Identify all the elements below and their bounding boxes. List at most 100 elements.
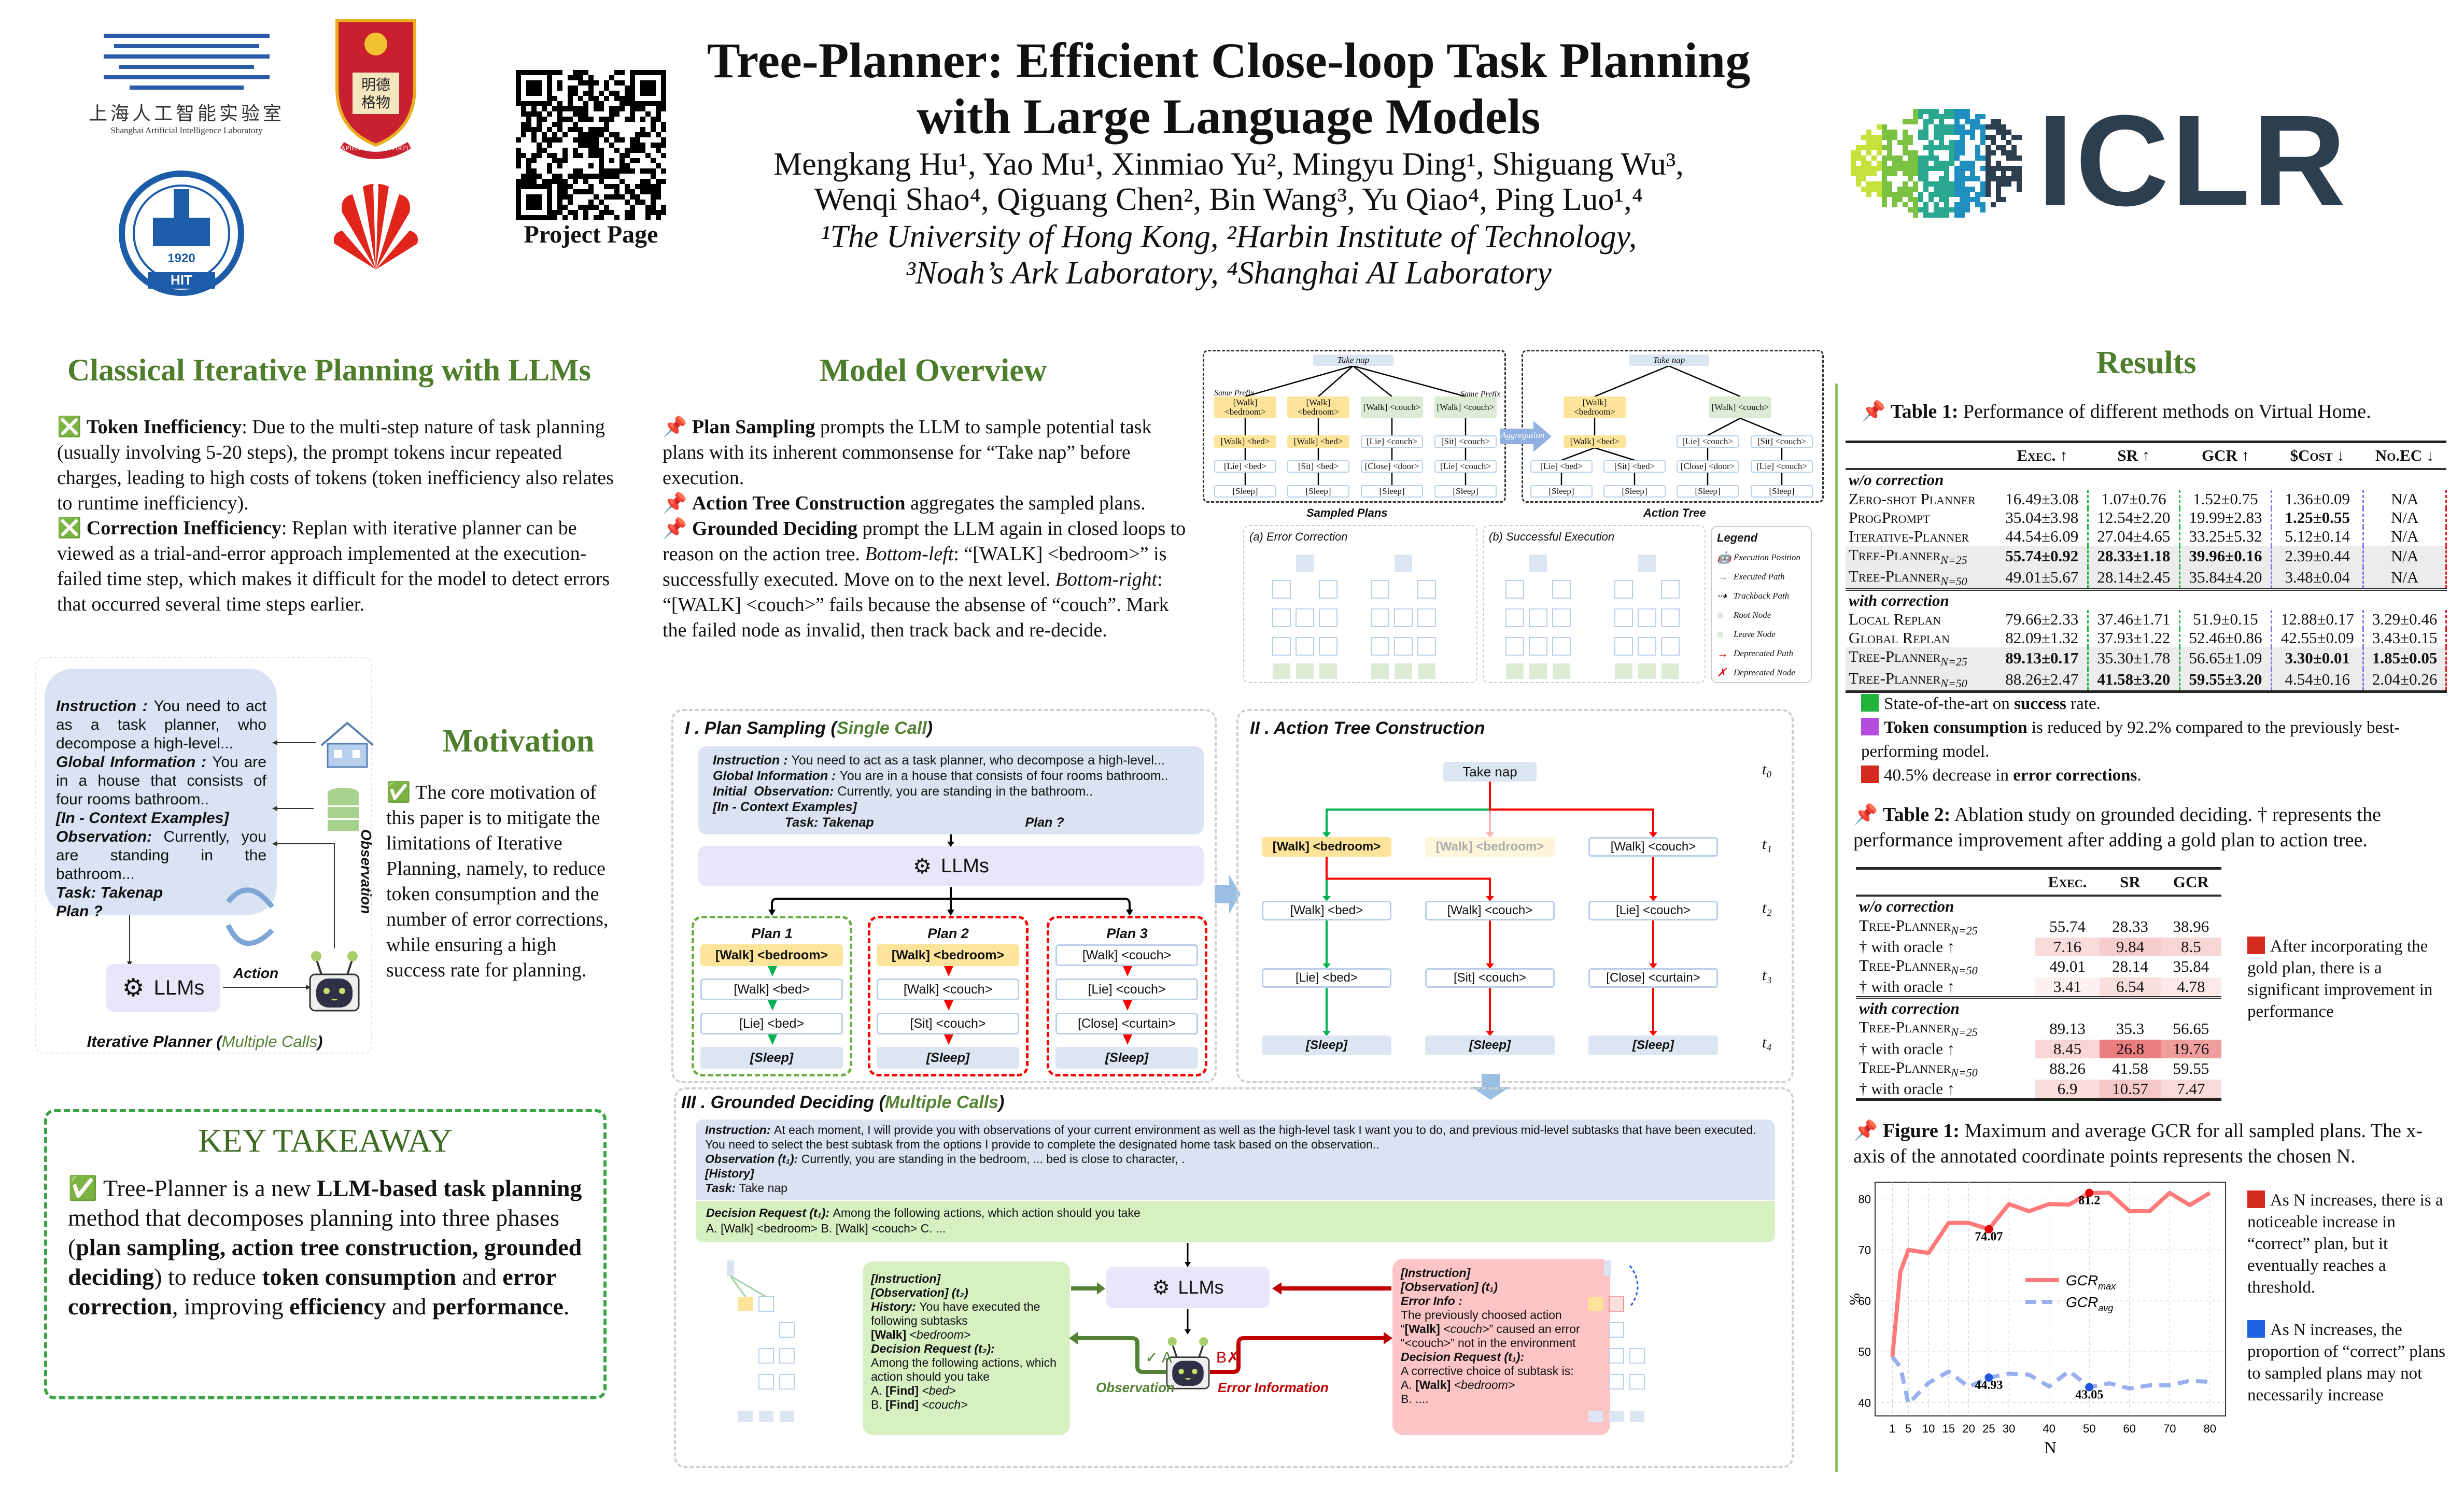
table-header-cell: No.EC ↓ — [2363, 442, 2446, 469]
table-cell: 52.46±0.86 — [2179, 629, 2271, 647]
text-run: Plan Sampling — [692, 416, 815, 438]
small-tree-left-icon — [727, 1260, 794, 1422]
shanghai-ai-lab-logo: 上海人工智能实验室 Shanghai Artificial Intelligen… — [88, 29, 285, 140]
sampled-plan-node: [Sleep] — [1214, 485, 1276, 498]
y-tick-label: 70 — [1858, 1244, 1871, 1257]
plan-step: [Lie] <couch> — [1055, 979, 1198, 1000]
legend-row: Token consumption is reduced by 92.2% co… — [1861, 716, 2447, 763]
table-row-name: Tree-PlannerN=50 — [1856, 1058, 2035, 1080]
text-run: 📌 — [663, 518, 692, 540]
x-tick-label: 15 — [1942, 1422, 1955, 1435]
motivation-paragraph: ✅ The core motivation of this paper is t… — [386, 780, 619, 983]
table-cell: 37.93±1.22 — [2088, 629, 2179, 647]
table-cell: 4.78 — [2161, 977, 2221, 998]
table-row-name: Tree-PlannerN=25 — [1856, 1018, 2035, 1039]
text-run: Action Tree Construction — [692, 492, 906, 514]
text-run: 40.5% decrease in — [1884, 766, 2013, 785]
legend-item: ■Leave Node — [1717, 625, 1806, 644]
table-cell: 55.74 — [2035, 916, 2100, 938]
text-run: error corrections — [2013, 766, 2137, 785]
red-note: As N increases, there is a noticeable in… — [2247, 1189, 2449, 1298]
table-cell: 41.58±3.20 — [2088, 669, 2179, 692]
sampled-plan-node: [Sit] <couch> — [1434, 435, 1497, 448]
classical-planning-title: Classical Iterative Planning with LLMs — [41, 352, 617, 388]
text-run: 📌 — [1853, 804, 1883, 826]
table-row-name: † with oracle ↑ — [1856, 977, 2035, 998]
table-header-cell — [1856, 869, 2035, 896]
text-run: Token consumption — [1884, 718, 2027, 737]
table-cell: 3.43±0.15 — [2363, 629, 2446, 647]
tree-node: [Sit] <couch> — [1425, 968, 1555, 988]
annotation-label: 81.2 — [2078, 1194, 2100, 1208]
text-run: token consumption — [262, 1264, 456, 1290]
observation-vertical-label: Observation — [358, 829, 374, 914]
text-run: Figure 1: — [1883, 1120, 1960, 1142]
error-correction-label: (a) Error Correction — [1249, 530, 1347, 544]
text-run: Multiple Calls — [222, 1032, 317, 1051]
blue-square-icon — [2247, 1320, 2265, 1338]
x-tick-label: 60 — [2123, 1422, 2135, 1435]
sampled-plan-node: [Walk] <couch> — [1361, 396, 1423, 418]
legend-item-label: Leave Node — [1734, 629, 1776, 640]
table-cell: 38.96 — [2161, 916, 2221, 938]
tree-node: [Sleep] — [1262, 1036, 1391, 1055]
table-cell: 2.04±0.26 — [2363, 669, 2446, 692]
legend-color-icon — [1861, 694, 1879, 712]
table-row-subscript: N=25 — [1951, 924, 1978, 937]
table-cell: 19.76 — [2161, 1040, 2221, 1058]
table-header-row: Exec. ↑SR ↑GCR ↑$Cost ↓No.EC ↓ — [1846, 442, 2446, 469]
table-cell: 16.49±3.08 — [1997, 490, 2088, 508]
table-section-label: with correction — [1856, 997, 2221, 1018]
table2-note: After incorporating the gold plan, there… — [2247, 935, 2447, 1023]
text-run: ) to reduce — [154, 1264, 262, 1290]
sampled-plan-node: [Walk] <couch> — [1434, 396, 1497, 418]
blue-note-text: As N increases, the proportion of “corre… — [2247, 1321, 2445, 1405]
plan-card: Plan 2[Walk] <bedroom>[Walk] <couch>[Sit… — [868, 916, 1029, 1076]
tree-root-node: Take nap — [1443, 762, 1537, 782]
plan-step: [Walk] <bed> — [700, 979, 843, 1000]
table-row-name: Tree-PlannerN=50 — [1856, 956, 2035, 977]
plan-step: [Walk] <couch> — [1055, 944, 1198, 966]
observation-label: Observation — [1096, 1380, 1175, 1396]
tree-level3-node: [Sit] <bed> — [1603, 460, 1666, 473]
step-arrow-icon — [768, 1034, 777, 1045]
database-icon — [328, 788, 359, 831]
tree-level3-node: [Lie] <couch> — [1751, 460, 1813, 473]
table-cell: 35.04±3.98 — [1997, 508, 2088, 527]
plan-step: [Walk] <bedroom> — [877, 944, 1019, 966]
iclr-pixel-head-icon — [1825, 104, 2032, 223]
x-tick-label: 30 — [2003, 1422, 2015, 1435]
legend-row: State-of-the-art on success rate. — [1861, 692, 2447, 716]
plan-step: [Lie] <bed> — [700, 1013, 843, 1034]
cycle-arrows-icon — [228, 890, 272, 943]
table-section-label: w/o correction — [1856, 896, 2221, 916]
time-step-label: t₄ — [1762, 1034, 1772, 1052]
text-run: Iterative Planner ( — [87, 1032, 222, 1051]
plan-card: Plan 1[Walk] <bedroom>[Walk] <bed>[Lie] … — [692, 916, 852, 1076]
table-cell: 1.85±0.05 — [2363, 647, 2446, 669]
authors-line1: Mengkang Hu¹, Yao Mu¹, Xinmiao Yu², Ming… — [643, 146, 1814, 183]
text-run: aggregates the sampled plans. — [905, 492, 1145, 514]
grounded-deciding-arrows — [676, 1089, 1796, 1470]
time-step-label: t₃ — [1762, 967, 1772, 984]
mini-legend: Legend 🤖Execution Position→Executed Path… — [1711, 526, 1812, 683]
table-cell: 88.26 — [2035, 1058, 2100, 1080]
legend-item: ■Root Node — [1717, 605, 1806, 625]
table-cell: 12.54±2.20 — [2088, 508, 2179, 527]
table-section-row: w/o correction — [1856, 896, 2221, 916]
table-row-subscript: N=25 — [1940, 656, 1967, 669]
plan-sampling-section: I . Plan Sampling (Single Call) Instruct… — [671, 709, 1217, 1083]
sampled-root-node: Take nap — [1313, 355, 1393, 366]
tree-level4-node: [Sleep] — [1751, 485, 1813, 498]
table-cell: 7.16 — [2035, 938, 2100, 956]
text-run: ❎ — [57, 517, 87, 539]
table-cell: 49.01±5.67 — [1997, 567, 2088, 590]
tree-level1-node: [Walk] <couch> — [1709, 396, 1771, 418]
legend-item: ⇢Trackback Path — [1717, 586, 1806, 605]
table-cell: 28.14±2.45 — [2088, 567, 2179, 590]
